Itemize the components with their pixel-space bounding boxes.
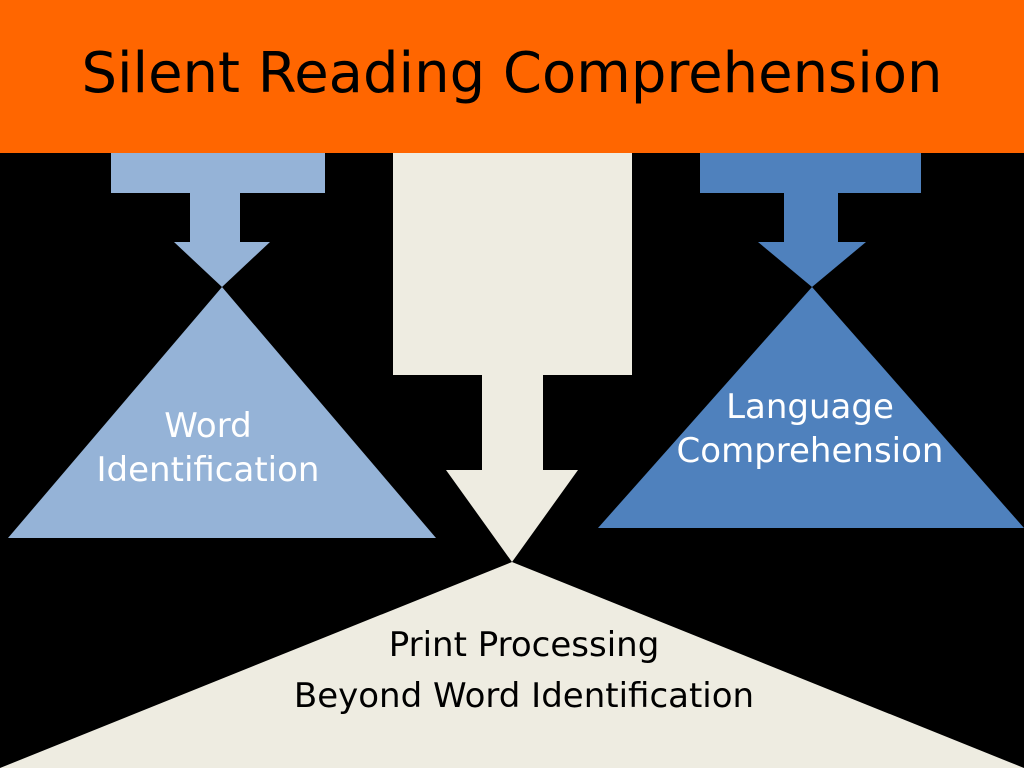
- print-processing-line-1: Print Processing: [388, 625, 660, 665]
- language-comprehension-triangle: [598, 287, 1024, 528]
- slide-title: Silent Reading Comprehension: [81, 41, 943, 106]
- word-identification-label: Word Identification: [58, 404, 358, 492]
- language-comprehension-label: Language Comprehension: [640, 385, 980, 473]
- word-identification-triangle: [8, 287, 436, 538]
- language-comprehension-arrow: [700, 153, 921, 287]
- word-identification-line-1: Word: [164, 406, 252, 446]
- print-processing-triangle: [0, 562, 1024, 768]
- language-comprehension-line-1: Language: [726, 387, 894, 427]
- title-bar: Silent Reading Comprehension: [0, 0, 1024, 153]
- print-processing-label: Print Processing Beyond Word Identificat…: [224, 620, 824, 722]
- word-identification-line-2: Identification: [96, 450, 320, 491]
- print-processing-line-2: Beyond Word Identification: [293, 676, 755, 716]
- language-comprehension-line-2: Comprehension: [676, 431, 944, 472]
- print-processing-arrow: [393, 153, 632, 562]
- word-identification-arrow: [111, 153, 325, 287]
